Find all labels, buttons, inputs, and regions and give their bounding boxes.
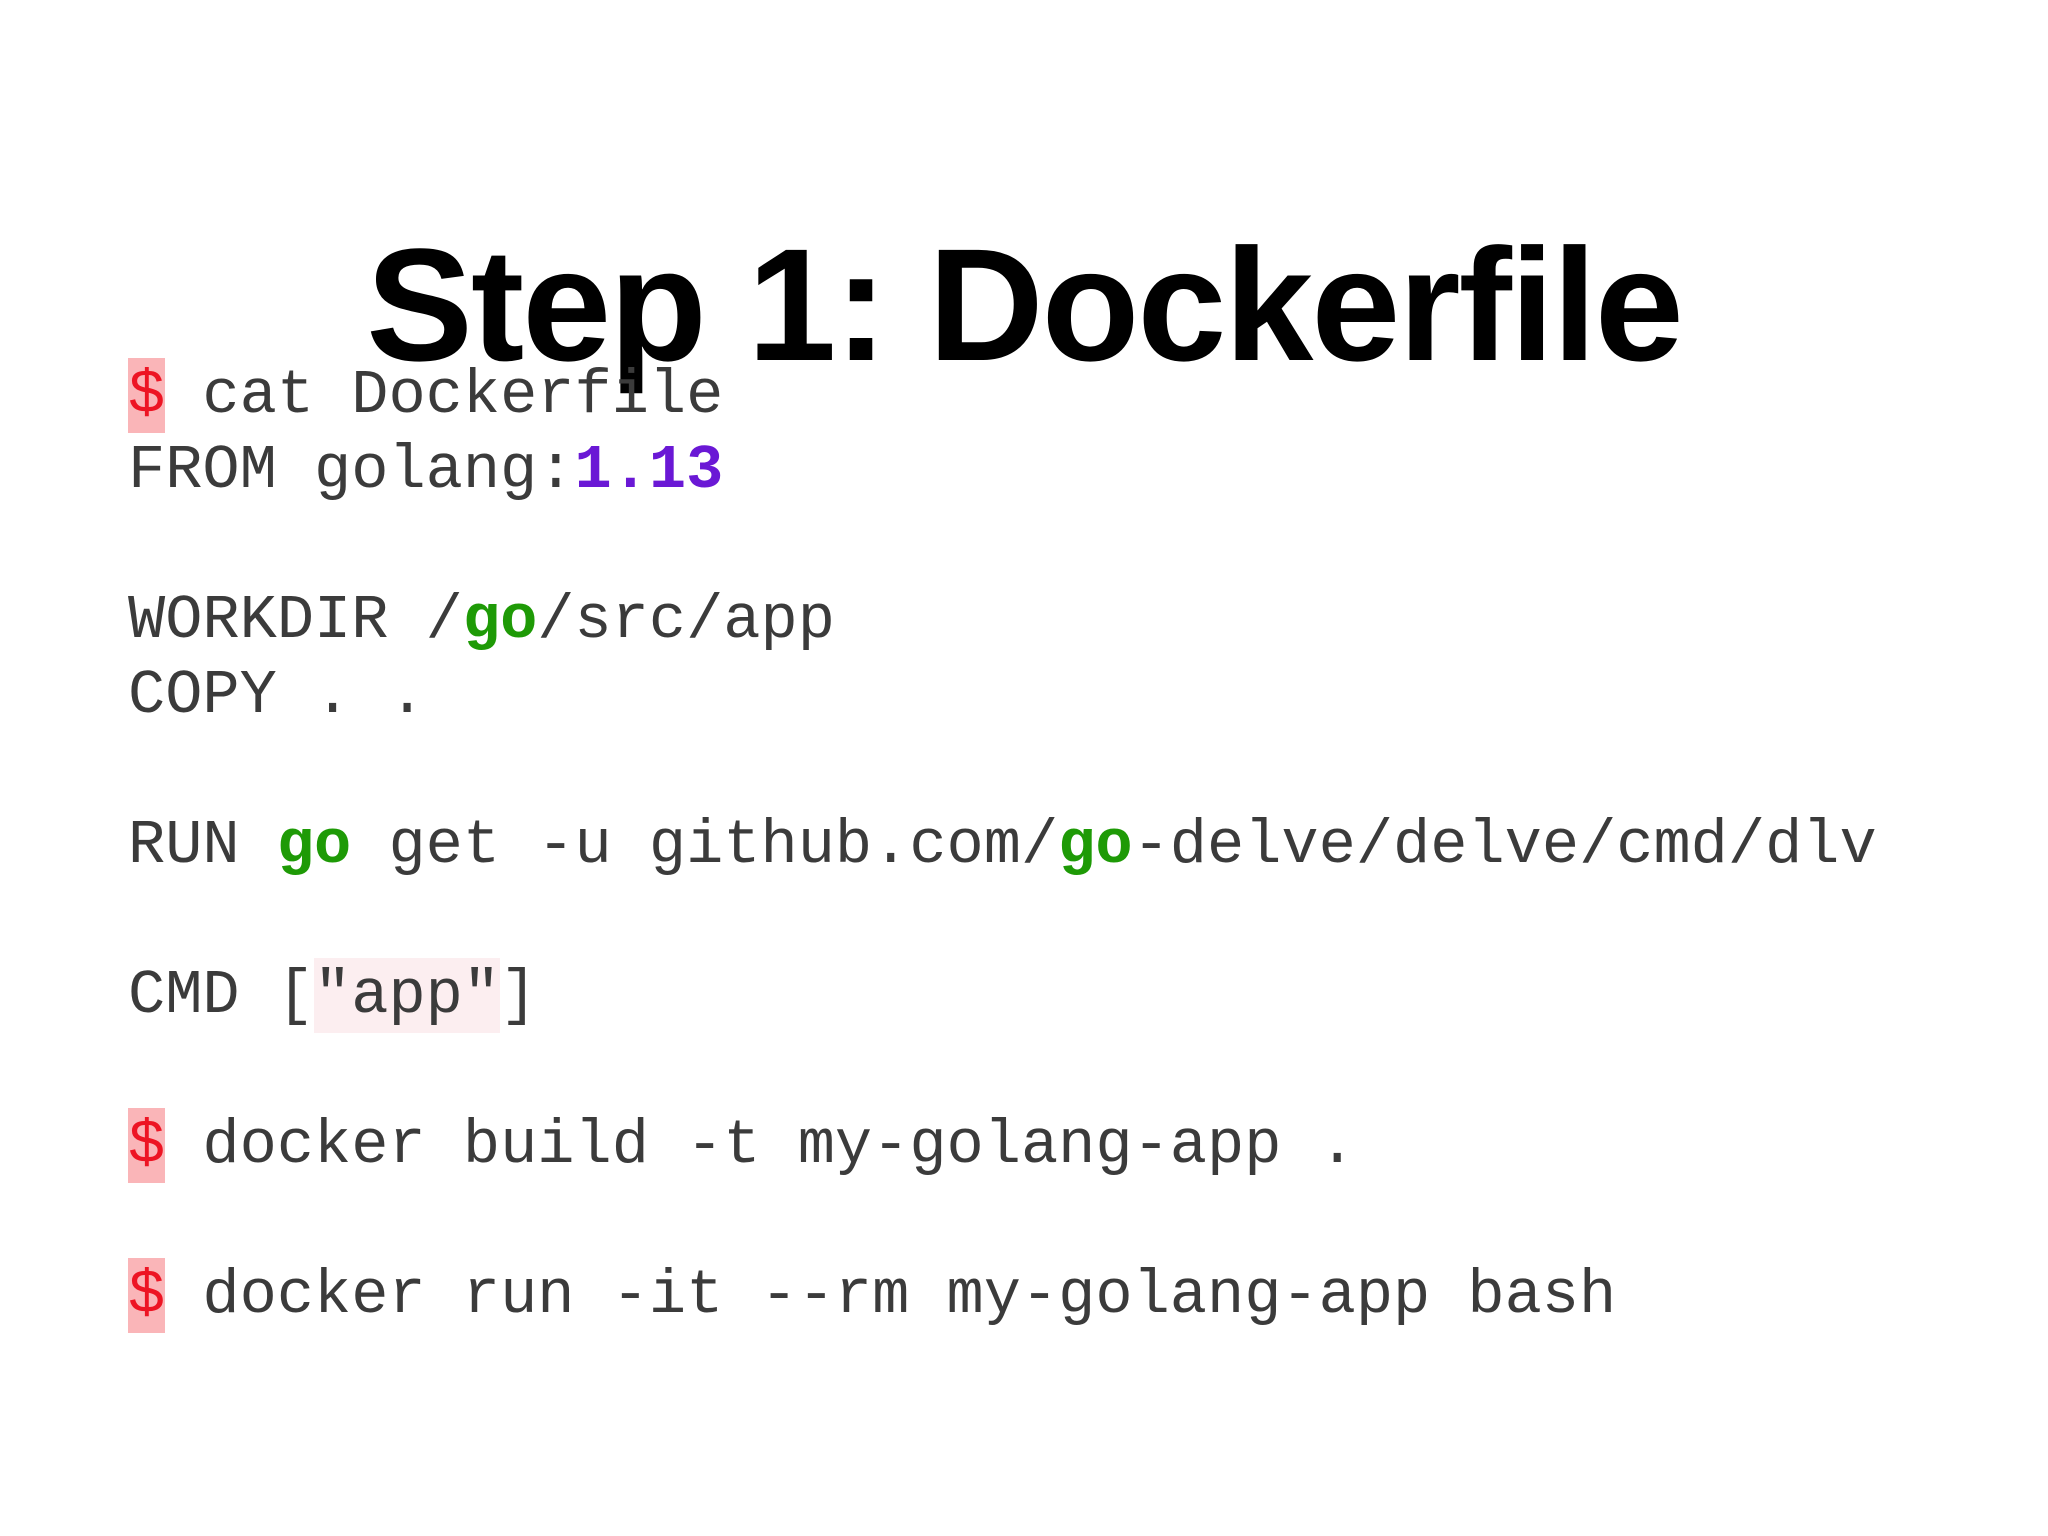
code-line: $ docker build -t my-golang-app .: [128, 1108, 1877, 1183]
code-line: COPY . .: [128, 658, 1877, 733]
shell-prompt-marker: $: [128, 1108, 166, 1183]
code-line: CMD ["app"]: [128, 958, 1877, 1033]
code-line: [128, 733, 1877, 808]
code-line: [128, 883, 1877, 958]
slide-title: Step 1: Dockerfile: [366, 215, 1684, 395]
code-text: cat Dockerfile: [165, 360, 724, 431]
code-line: [128, 1033, 1877, 1108]
code-text: get -u github.com/: [351, 810, 1059, 881]
code-text: COPY . .: [128, 660, 426, 731]
code-text: ]: [500, 960, 538, 1031]
code-line: [128, 508, 1877, 583]
code-line: WORKDIR /go/src/app: [128, 583, 1877, 658]
code-text: WORKDIR /: [128, 585, 463, 656]
shell-prompt-marker: $: [128, 358, 166, 433]
code-line: [128, 1183, 1877, 1258]
code-text: /src/app: [537, 585, 835, 656]
image-version: 1.13: [574, 435, 724, 506]
shell-prompt-marker: $: [128, 1258, 166, 1333]
code-line: $ docker run -it --rm my-golang-app bash: [128, 1258, 1877, 1333]
code-text: docker build -t my-golang-app .: [165, 1110, 1356, 1181]
go-keyword: go: [1058, 810, 1133, 881]
code-text: RUN: [128, 810, 277, 881]
go-keyword: go: [276, 810, 352, 881]
code-text: CMD [: [128, 960, 315, 1031]
code-line: FROM golang:1.13: [128, 433, 1877, 508]
code-text: FROM golang:: [128, 435, 575, 506]
code-text: docker run -it --rm my-golang-app bash: [165, 1260, 1617, 1331]
code-line: $ cat Dockerfile: [128, 358, 1877, 433]
code-line: RUN go get -u github.com/go-delve/delve/…: [128, 808, 1877, 883]
go-keyword: go: [462, 585, 538, 656]
string-literal: "app": [314, 958, 501, 1033]
code-text: -delve/delve/cmd/dlv: [1132, 810, 1877, 881]
